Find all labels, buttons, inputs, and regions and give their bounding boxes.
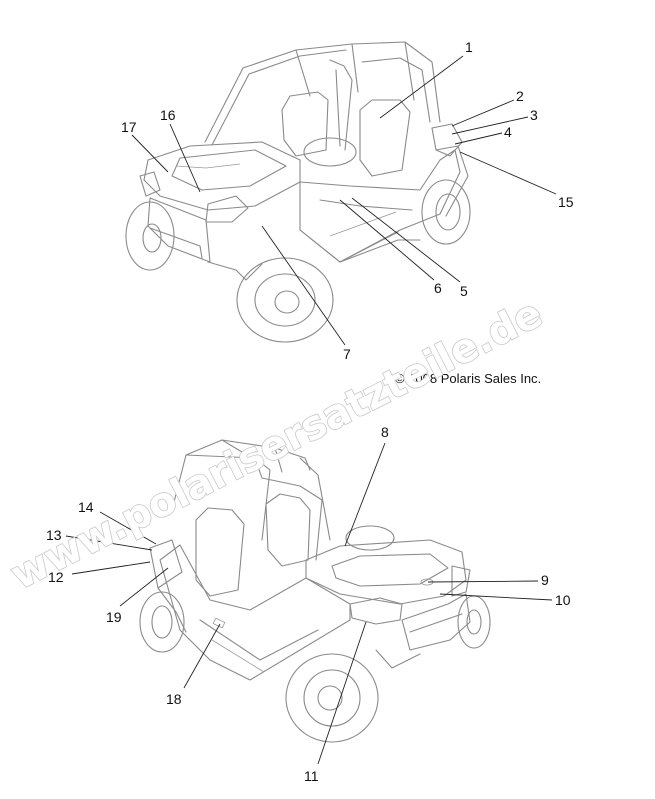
vehicle-top-illustration xyxy=(125,41,471,343)
callout-label: 8 xyxy=(381,424,389,440)
callout-label: 17 xyxy=(121,119,137,135)
callout-label: 19 xyxy=(106,609,122,625)
callout-label: 2 xyxy=(516,88,524,104)
watermark-text: www.polarisersatzteile.de xyxy=(4,290,550,599)
callout-label: 15 xyxy=(558,194,574,210)
callouts-top: 1 2 3 4 15 5 6 7 16 17 xyxy=(121,39,574,362)
leader-lines-top xyxy=(131,55,557,346)
callout-label: 14 xyxy=(78,499,94,515)
callout-label: 16 xyxy=(160,107,176,123)
callout-label: 9 xyxy=(541,572,549,588)
vehicle-bottom-illustration xyxy=(139,439,491,743)
callout-label: 13 xyxy=(46,527,62,543)
callout-label: 5 xyxy=(460,283,468,299)
callout-label: 11 xyxy=(304,768,319,784)
callout-label: 7 xyxy=(343,346,351,362)
callout-label: 12 xyxy=(48,569,64,585)
callouts-bottom: 8 9 10 11 18 19 12 13 14 xyxy=(46,424,571,784)
callout-label: 3 xyxy=(530,107,538,123)
callout-label: 6 xyxy=(434,280,442,296)
copyright-text: © 2008 Polaris Sales Inc. xyxy=(395,371,541,386)
leader-lines-bottom xyxy=(65,442,553,765)
callout-label: 18 xyxy=(166,691,182,707)
callout-label: 1 xyxy=(465,39,473,55)
callout-label: 10 xyxy=(555,592,571,608)
callout-label: 4 xyxy=(504,124,512,140)
